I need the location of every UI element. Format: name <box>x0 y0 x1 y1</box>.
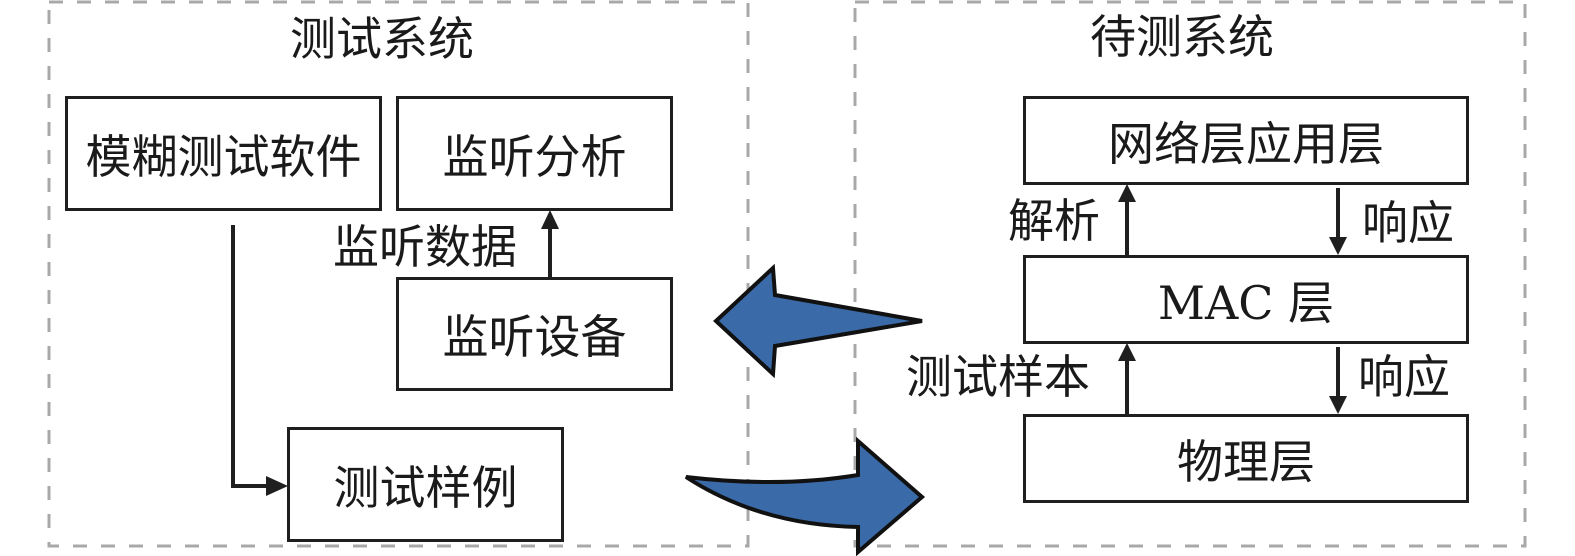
system-under-test-container <box>853 0 1527 548</box>
response-lower-label: 响应 <box>1358 350 1450 404</box>
fuzz-software-box: 模糊测试软件 <box>65 96 382 211</box>
monitor-analysis-box: 监听分析 <box>396 96 673 211</box>
arrowhead-to-testcase <box>266 476 288 496</box>
network-app-layer-box: 网络层应用层 <box>1023 96 1469 185</box>
arrowhead-response-lower <box>1329 396 1347 414</box>
connector-fuzz-to-testcase <box>231 225 268 488</box>
test-system-title: 测试系统 <box>290 12 474 66</box>
monitor-flow-arrow <box>713 263 923 379</box>
arrowhead-test-sample <box>1118 343 1136 361</box>
test-system-container <box>47 0 750 548</box>
parse-label: 解析 <box>1008 194 1100 248</box>
arrowhead-parse <box>1118 184 1136 202</box>
test-case-box: 测试样例 <box>287 427 564 542</box>
test-case-flow-arrow <box>684 436 926 556</box>
mac-layer-box: MAC 层 <box>1023 255 1469 344</box>
arrowhead-response-upper <box>1329 237 1347 255</box>
test-sample-label: 测试样本 <box>906 350 1090 404</box>
arrowhead-to-analysis <box>541 210 559 229</box>
physical-layer-box: 物理层 <box>1023 414 1469 503</box>
monitor-device-box: 监听设备 <box>396 277 673 391</box>
monitor-data-label: 监听数据 <box>333 220 517 274</box>
response-upper-label: 响应 <box>1362 196 1454 250</box>
system-under-test-title: 待测系统 <box>1090 10 1274 64</box>
